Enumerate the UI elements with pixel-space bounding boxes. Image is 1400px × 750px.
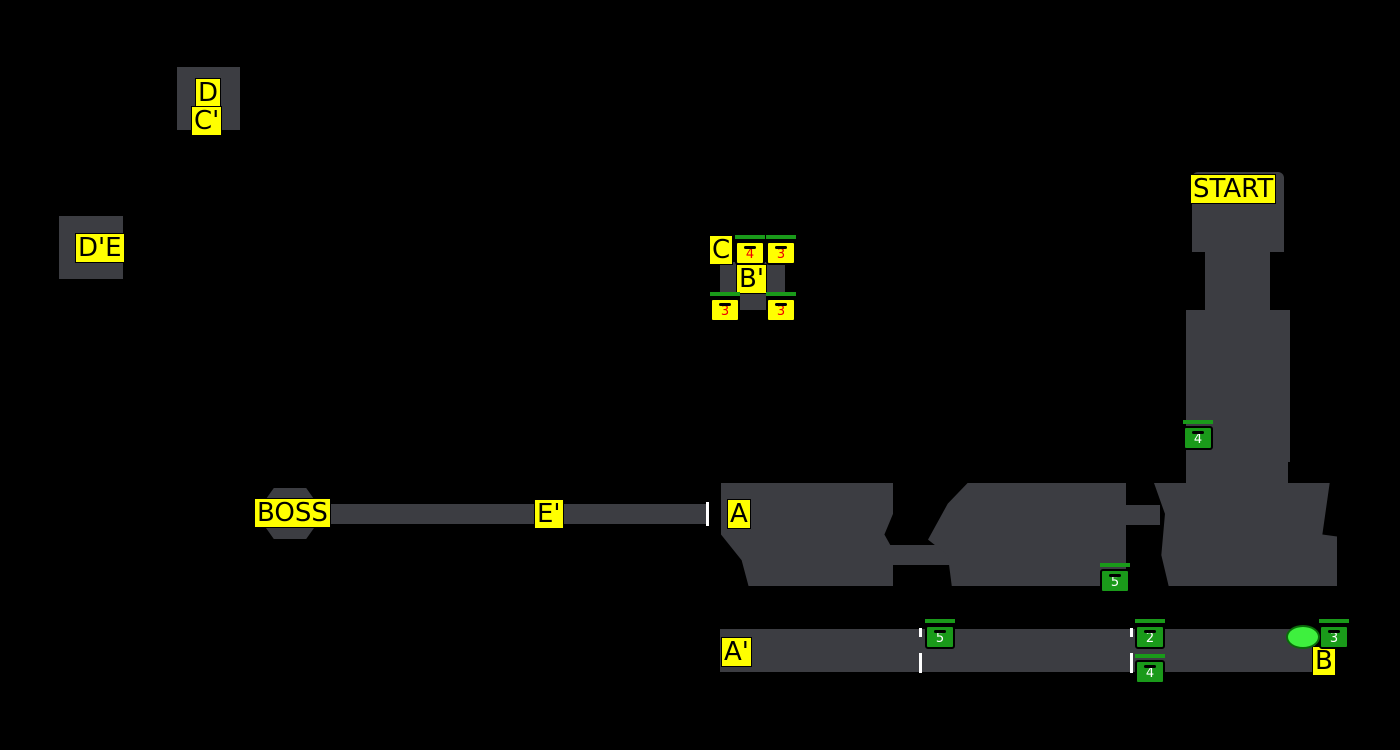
door [919,653,922,673]
chest-icon[interactable]: 5 [925,619,955,649]
chest-icon[interactable]: 2 [1135,619,1165,649]
area-a-link [890,545,950,565]
chest-icon[interactable]: 3 [710,292,740,322]
chest-icon[interactable]: 3 [766,292,796,322]
start-hall-neck [1186,460,1288,485]
chest-icon[interactable]: 4 [735,235,765,265]
chest-icon[interactable]: 3 [1319,619,1349,649]
room-b-prime-lower [740,290,766,310]
chest-icon[interactable]: 5 [1100,563,1130,593]
chest-icon[interactable]: 3 [766,235,796,265]
label-c: C [709,235,734,265]
label-b-prime: B' [736,264,767,294]
label-d-prime-e: D'E [75,233,125,263]
door [1130,628,1133,637]
start-passage [1205,250,1270,312]
a-prime-corridor [720,629,1315,672]
chest-icon[interactable]: 4 [1135,654,1165,684]
area-a-east [1154,483,1337,586]
area-a-link2 [1120,505,1160,525]
label-boss: BOSS [254,498,331,528]
label-d: D [195,78,222,108]
door [706,502,709,526]
label-a-prime: A' [721,637,752,667]
warp-ring-icon[interactable] [1286,625,1320,649]
area-a-center [928,483,1126,586]
door [919,628,922,637]
chest-icon[interactable]: 4 [1183,420,1213,450]
label-a: A [727,499,751,529]
label-c-prime: C' [191,106,223,136]
door [1130,653,1133,673]
label-e-prime: E' [534,499,564,529]
boss-corridor [315,504,707,524]
label-start: START [1190,174,1277,204]
